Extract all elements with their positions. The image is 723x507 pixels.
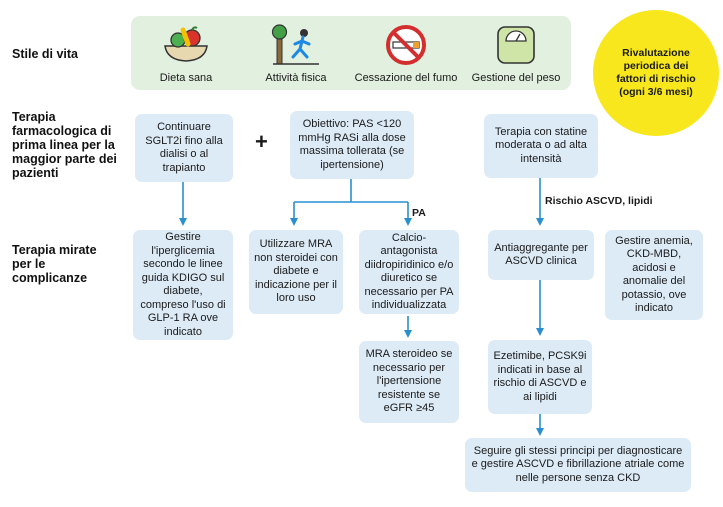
lifestyle-label-smoking: Cessazione del fumo xyxy=(354,72,458,84)
box-continue-sglt2i: Continuare SGLT2i fino alla dialisi o al… xyxy=(135,114,233,182)
box-mra-steroidal: MRA steroideo se necessario per l'iperte… xyxy=(359,341,459,423)
label-pa: PA xyxy=(412,207,426,219)
box-anemia-mbd: Gestire anemia, CKD-MBD, acidosi e anoma… xyxy=(605,230,703,320)
no-smoking-icon xyxy=(386,25,426,65)
lifestyle-label-activity: Attività fisica xyxy=(265,72,327,84)
lifestyle-item-activity: Attività fisica xyxy=(241,16,351,90)
lifestyle-item-diet: Dieta sana xyxy=(131,16,241,90)
box-ezetimibe-pcsk9i: Ezetimibe, PCSK9i indicati in base al ri… xyxy=(488,340,592,414)
box-ras-target: Obiettivo: PAS <120 mmHg RASi alla dose … xyxy=(290,111,414,179)
box-antiplatelet: Antiaggregante per ASCVD clinica xyxy=(488,230,594,280)
box-calcium-antagonist: Calcio-antagonista diidropiridinico e/o … xyxy=(359,230,459,314)
label-ascvd-lipids: Rischio ASCVD, lipidi xyxy=(545,195,653,207)
reassessment-circle: Rivalutazione periodica dei fattori di r… xyxy=(593,10,719,136)
row-label-targeted: Terapia mirate per le complicanze xyxy=(12,243,97,285)
food-bowl-icon xyxy=(164,26,208,62)
lifestyle-label-weight: Gestione del peso xyxy=(471,72,561,84)
box-mra-nonsteroidal: Utilizzare MRA non steroidei con diabete… xyxy=(249,230,343,314)
running-person-icon xyxy=(271,24,319,65)
plus-sign: + xyxy=(255,129,268,154)
lifestyle-item-weight: Gestione del peso xyxy=(461,16,571,90)
lifestyle-label-diet: Dieta sana xyxy=(159,72,213,84)
reassessment-text: Rivalutazione periodica dei fattori di r… xyxy=(616,47,696,98)
box-follow-principles: Seguire gli stessi principi per diagnost… xyxy=(465,438,691,492)
lifestyle-item-smoking: Cessazione del fumo xyxy=(351,16,461,90)
row-label-first-line: Terapia farmacologica di prima linea per… xyxy=(12,110,117,180)
box-statins: Terapia con statine moderata o ad alta i… xyxy=(484,114,598,178)
row-label-lifestyle: Stile di vita xyxy=(12,47,78,61)
weight-scale-icon xyxy=(497,26,535,64)
lifestyle-panel: Dieta sana Attività fisica Cessazione de… xyxy=(131,16,571,90)
box-glycemia: Gestire l'iperglicemia secondo le linee … xyxy=(133,230,233,340)
